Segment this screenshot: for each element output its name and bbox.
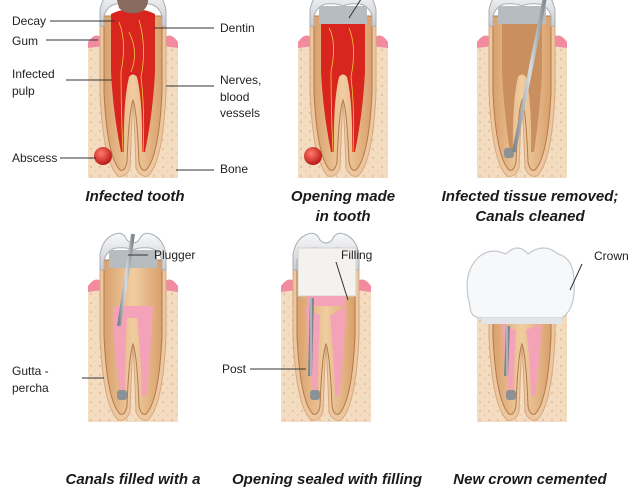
caption-canals-cleaned: Infected tissue removed; Canals cleaned (430, 187, 630, 227)
panel-new-crown (466, 247, 575, 423)
label-gutta-2: percha (12, 381, 49, 395)
caption-line: Opening made (290, 188, 396, 205)
caption-line: in tooth (315, 208, 371, 225)
panel-infected-tooth (87, 0, 179, 179)
caption-line: New crown cemented (453, 471, 607, 488)
leader-lines (46, 20, 583, 379)
label-nerves-3: vessels (220, 106, 261, 120)
panel-opening-made (297, 0, 389, 179)
label-gutta-1: Gutta - (12, 364, 49, 378)
label-gum: Gum (12, 34, 39, 48)
post-rod (308, 297, 314, 377)
label-abscess: Abscess (12, 151, 58, 165)
caption-opening-made: Opening made in tooth (258, 187, 428, 227)
caption-line: Canals filled with a (65, 471, 201, 488)
label-nerves-2: blood (220, 90, 250, 104)
plugger-tool (117, 233, 135, 327)
caption-line: Infected tooth (85, 188, 185, 205)
label-decay: Decay (12, 14, 47, 28)
label-post: Post (222, 362, 247, 376)
abscess-shape (94, 147, 112, 165)
crown-cap (466, 247, 575, 319)
file-instrument (512, 0, 547, 153)
pointer-line (348, 0, 362, 19)
label-filling: Filling (341, 248, 373, 262)
caption-opening-sealed: Opening sealed with filling (222, 470, 432, 490)
decay-spot (117, 0, 149, 14)
label-dentin: Dentin (220, 21, 255, 35)
label-nerves-1: Nerves, (220, 73, 262, 87)
caption-line: Opening sealed with filling (231, 471, 422, 488)
label-infected-pulp-2: pulp (12, 84, 35, 98)
panel-canals-cleaned (476, 0, 568, 179)
caption-line: Canals cleaned (475, 208, 585, 225)
label-plugger: Plugger (154, 248, 196, 262)
label-infected-pulp-1: Infected (12, 67, 55, 81)
caption-infected-tooth: Infected tooth (55, 187, 215, 207)
panel-opening-sealed (280, 232, 372, 423)
caption-new-crown: New crown cemented (440, 470, 620, 490)
caption-line: Infected tissue removed; (441, 188, 619, 205)
nerves-vessels-lines (118, 19, 145, 153)
label-crown: Crown (594, 249, 629, 263)
label-bone: Bone (220, 162, 249, 176)
opening-cavity (319, 6, 367, 24)
caption-canals-filled: Canals filled with a (38, 470, 228, 490)
